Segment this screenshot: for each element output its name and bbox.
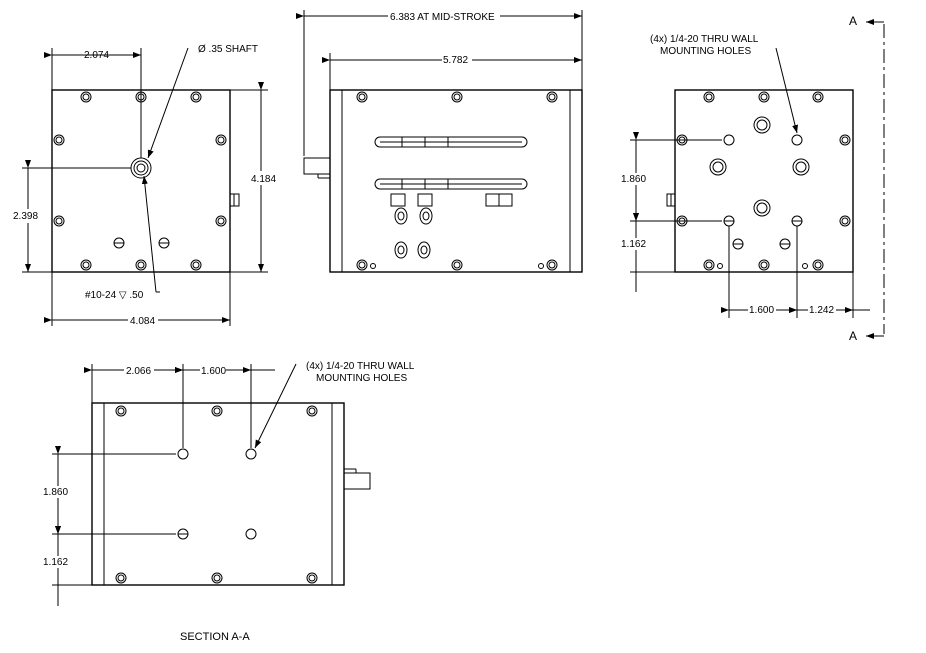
- bolt-hole: [215, 215, 227, 227]
- bolt-hole: [839, 215, 851, 227]
- tapped-hole: [779, 238, 791, 250]
- mounting-hole: [791, 134, 803, 146]
- mounting-hole: [791, 215, 803, 227]
- rear-dim-vert-spacing: 1.860: [621, 174, 646, 185]
- terminal: [417, 193, 433, 207]
- bolt-hole: [356, 91, 368, 103]
- dim-body-width: 4.084: [130, 316, 155, 327]
- bolt-hole: [758, 259, 770, 271]
- shaft-callout: Ø .35 SHAFT: [198, 44, 258, 55]
- dim-overall-length: 6.383 AT MID-STROKE: [390, 12, 495, 23]
- section-mark-bottom: A: [849, 329, 857, 343]
- dim-shaft-height: 2.398: [13, 211, 38, 222]
- side-shaft: [303, 157, 331, 175]
- section-view: 2.066 1.600 (4x) 1/4-20 THRU WALL MOUNTI…: [42, 361, 415, 643]
- bolt-hole: [115, 572, 127, 584]
- terminal: [390, 193, 406, 207]
- dim-shaft-offset: 2.074: [84, 50, 109, 61]
- section-title: SECTION A-A: [180, 631, 250, 643]
- bolt-hole: [839, 134, 851, 146]
- bolt-hole: [80, 91, 92, 103]
- bolt-hole: [215, 134, 227, 146]
- bolt-hole: [211, 572, 223, 584]
- section-holes-callout-line1: (4x) 1/4-20 THRU WALL: [306, 361, 415, 372]
- mounting-hole: [177, 528, 189, 540]
- bolt-hole: [53, 215, 65, 227]
- mounting-hole: [177, 448, 189, 460]
- section-holes-callout-line2: MOUNTING HOLES: [316, 373, 407, 384]
- mounting-hole: [245, 528, 257, 540]
- bolt-hole: [190, 91, 202, 103]
- rear-body-outline: [674, 89, 854, 273]
- rear-view: (4x) 1/4-20 THRU WALL MOUNTING HOLES 1.8…: [620, 14, 885, 343]
- bolt-hole: [135, 259, 147, 271]
- rear-dim-vert-offset: 1.162: [621, 239, 646, 250]
- bolt-hole: [703, 91, 715, 103]
- front-view: 2.074 Ø .35 SHAFT 4.184 2.398 #10-24 ▽ .…: [12, 44, 276, 327]
- bolt-hole: [306, 572, 318, 584]
- tapped-hole: [158, 237, 170, 249]
- bolt-hole: [546, 91, 558, 103]
- shaft-inner: [136, 163, 146, 173]
- mounting-hole: [245, 448, 257, 460]
- tapped-hole: [732, 238, 744, 250]
- tap-callout: #10-24 ▽ .50: [85, 290, 144, 301]
- bolt-hole: [546, 259, 558, 271]
- section-dim-vert-offset: 1.162: [43, 557, 68, 568]
- bolt-hole: [356, 259, 368, 271]
- section-dim-left: 2.066: [126, 366, 151, 377]
- side-view: 6.383 AT MID-STROKE 5.782: [296, 10, 583, 273]
- bolt-hole: [758, 91, 770, 103]
- section-mark-top: A: [849, 14, 857, 28]
- rear-holes-callout-line2: MOUNTING HOLES: [660, 46, 751, 57]
- bolt-hole: [451, 259, 463, 271]
- bolt-hole: [115, 405, 127, 417]
- rear-dim-horiz-offset: 1.242: [809, 305, 834, 316]
- bolt-hole: [812, 259, 824, 271]
- mounting-hole: [723, 134, 735, 146]
- tapped-hole: [113, 237, 125, 249]
- dim-body-length: 5.782: [443, 55, 468, 66]
- side-body-outline: [329, 89, 583, 273]
- slot-upper: [374, 136, 528, 148]
- mounting-hole: [723, 215, 735, 227]
- rear-holes-callout-line1: (4x) 1/4-20 THRU WALL: [650, 34, 759, 45]
- rear-dim-horiz-spacing: 1.600: [749, 305, 774, 316]
- section-dim-spacing: 1.600: [201, 366, 226, 377]
- bolt-hole: [53, 134, 65, 146]
- bolt-hole: [451, 91, 463, 103]
- bolt-hole: [306, 405, 318, 417]
- bolt-hole: [812, 91, 824, 103]
- bolt-hole: [211, 405, 223, 417]
- slot-lower: [374, 178, 528, 190]
- section-body-outline: [91, 402, 345, 586]
- section-dim-vert-spacing: 1.860: [43, 487, 68, 498]
- section-shaft: [343, 472, 371, 490]
- bolt-hole: [80, 259, 92, 271]
- bolt-hole: [703, 259, 715, 271]
- dim-body-height: 4.184: [251, 174, 276, 185]
- bolt-hole: [190, 259, 202, 271]
- shaft-mid: [133, 160, 149, 176]
